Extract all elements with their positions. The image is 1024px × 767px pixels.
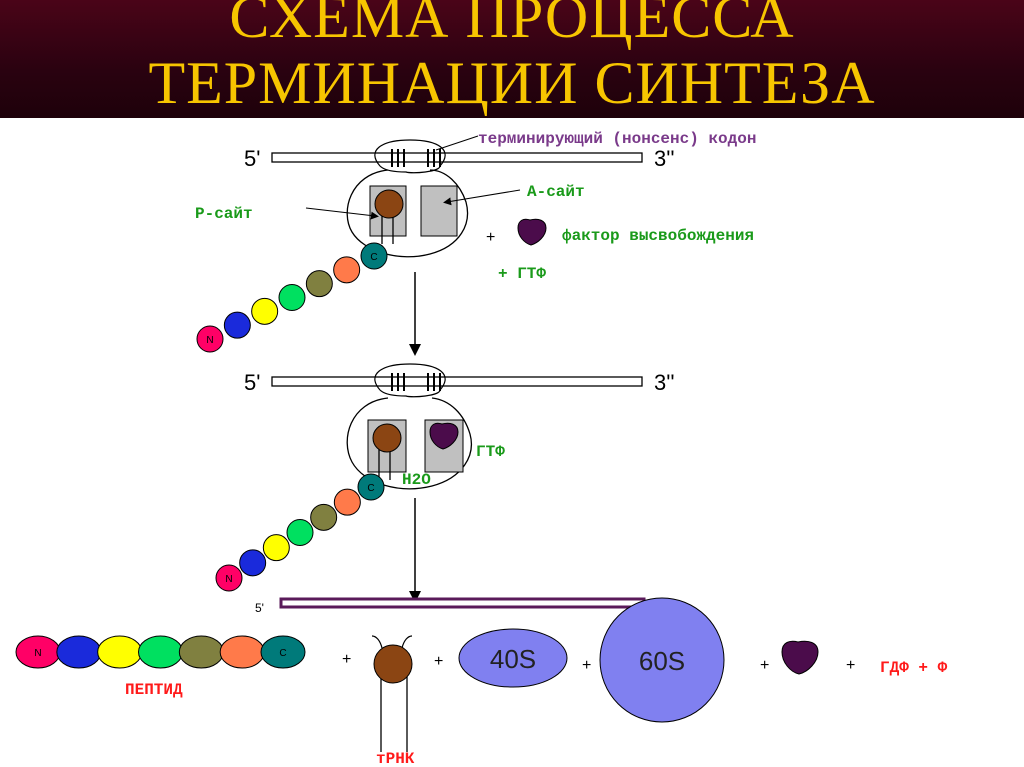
gtp-label: ГТФ bbox=[476, 443, 505, 461]
a-site-box-1 bbox=[420, 185, 458, 237]
peptide-label: ПЕПТИД bbox=[125, 681, 183, 699]
plus-5: + bbox=[760, 657, 769, 674]
amino-acid-bead bbox=[196, 325, 224, 353]
five-prime-label-1: 5' bbox=[244, 146, 260, 171]
a-site-label: А-сайт bbox=[527, 183, 585, 201]
amino-acid-bead bbox=[310, 503, 338, 531]
five-prime-label-3: 5' bbox=[255, 601, 264, 615]
gdp-p-label: ГДФ + Ф bbox=[880, 659, 948, 677]
amino-acid-bead bbox=[215, 564, 243, 592]
amino-acid-bead bbox=[333, 256, 361, 284]
stage-2: 5' 3'' ГТФ Н2О NC bbox=[215, 363, 675, 592]
amino-acid-bead bbox=[360, 242, 388, 270]
plus-3: + bbox=[434, 653, 443, 670]
gtp-plus-label: + ГТФ bbox=[498, 265, 546, 283]
amino-acid-bead bbox=[260, 635, 306, 669]
n-terminus-label: N bbox=[206, 335, 213, 346]
subunit-60s bbox=[599, 597, 725, 723]
plus-1: + bbox=[486, 229, 495, 246]
n-terminus-label: N bbox=[34, 648, 41, 659]
stage-1: 5' 3'' терминирующий (нонсенс) кодон А-с… bbox=[195, 130, 756, 353]
subunit-40s bbox=[458, 628, 568, 688]
amino-acid-bead bbox=[97, 635, 143, 669]
release-factor-icon-3 bbox=[781, 640, 819, 675]
amino-acid-bead bbox=[278, 284, 306, 311]
mrna-strand-2 bbox=[271, 376, 643, 387]
p-site-label: Р-сайт bbox=[195, 205, 253, 223]
mrna-strand-1 bbox=[271, 152, 643, 163]
trna-label: тРНК bbox=[376, 750, 415, 767]
plus-4: + bbox=[582, 657, 591, 674]
ribosome-large-subunit-2 bbox=[346, 397, 472, 490]
amino-acid-bead bbox=[333, 488, 361, 516]
amino-acid-bead bbox=[223, 311, 251, 339]
h2o-label: Н2О bbox=[402, 471, 431, 489]
c-terminus-label: C bbox=[370, 252, 377, 263]
n-terminus-label: N bbox=[225, 574, 232, 585]
terminating-codon-label: терминирующий (нонсенс) кодон bbox=[478, 130, 756, 148]
title-line-1: СХЕМА ПРОЦЕССА bbox=[229, 0, 795, 50]
ribosome-large-subunit-1 bbox=[346, 169, 468, 258]
release-factor-label: фактор высвобождения bbox=[562, 227, 754, 245]
amino-acid-bead bbox=[251, 297, 279, 325]
five-prime-label-2: 5' bbox=[244, 370, 260, 395]
stage-3: 5' 3'' NC ПЕПТИД + тРНК + 40S + 60S + + … bbox=[15, 597, 948, 767]
amino-acid-bead bbox=[262, 534, 290, 562]
peptide-chain-1: NC bbox=[196, 242, 388, 353]
amino-acid-bead bbox=[219, 635, 265, 669]
slide-title: СХЕМА ПРОЦЕССА ТЕРМИНАЦИИ СИНТЕЗА bbox=[0, 0, 1024, 116]
amino-acid-bead bbox=[138, 635, 183, 669]
amino-acid-bead bbox=[286, 519, 314, 546]
amino-acid-bead bbox=[305, 270, 333, 298]
amino-acid-bead bbox=[178, 635, 224, 669]
title-line-2: ТЕРМИНАЦИИ СИНТЕЗА bbox=[148, 50, 876, 116]
peptide-chain-2: NC bbox=[215, 473, 385, 592]
title-bar: СХЕМА ПРОЦЕССА ТЕРМИНАЦИИ СИНТЕЗА bbox=[0, 0, 1024, 118]
subunit-60s-label: 60S bbox=[639, 646, 685, 676]
codon-ticks-2 bbox=[391, 373, 441, 391]
three-prime-label-2: 3'' bbox=[654, 370, 675, 395]
free-trna bbox=[373, 644, 413, 684]
release-factor-icon-1 bbox=[517, 218, 547, 246]
c-terminus-label: C bbox=[367, 483, 374, 494]
c-terminus-label: C bbox=[279, 648, 286, 659]
trna-ball-1 bbox=[374, 189, 404, 219]
amino-acid-bead bbox=[357, 473, 385, 501]
amino-acid-bead bbox=[239, 549, 267, 577]
subunit-40s-label: 40S bbox=[490, 644, 536, 674]
amino-acid-bead bbox=[56, 635, 102, 669]
release-factor-in-a-site bbox=[429, 422, 459, 450]
trna-ball-2 bbox=[372, 423, 402, 453]
plus-6: + bbox=[846, 657, 855, 674]
codon-ticks-1 bbox=[391, 149, 441, 167]
three-prime-label-1: 3'' bbox=[654, 146, 675, 171]
mrna-strand-3 bbox=[279, 597, 646, 609]
plus-2: + bbox=[342, 651, 351, 668]
